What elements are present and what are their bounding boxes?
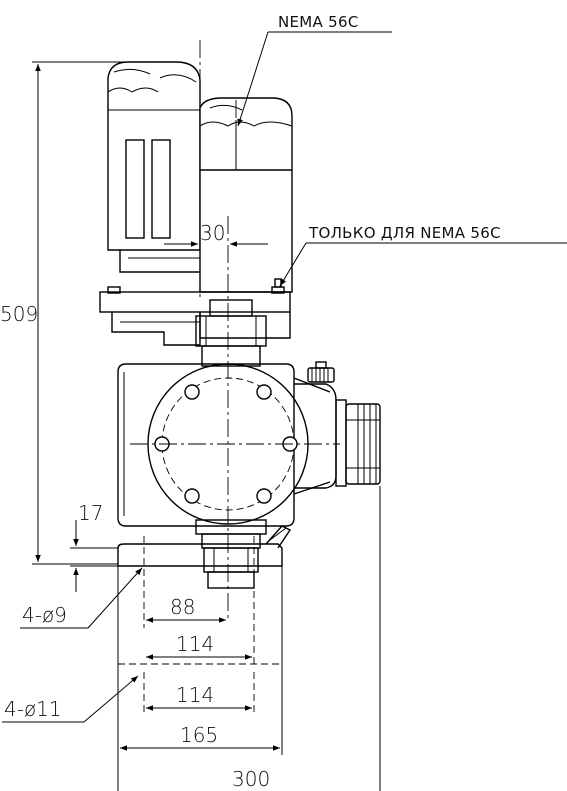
label-holes-large-text: 4-ø11	[4, 697, 62, 721]
dim-height: 509	[0, 64, 41, 562]
upper-coupling	[195, 299, 267, 367]
right-motor	[199, 97, 293, 293]
dim-base-width: 165	[120, 723, 280, 751]
label-motor: NEMA 56C	[237, 13, 392, 127]
left-motor	[107, 61, 201, 273]
dim-hole-span-2: 114	[146, 632, 252, 660]
pump-outline	[99, 61, 381, 589]
dim-base-width-value: 165	[180, 723, 218, 747]
gearbox-housing	[117, 363, 295, 527]
dim-base-thickness: 17	[73, 501, 103, 592]
dim-base-thickness-value: 17	[78, 501, 103, 525]
dim-hole-span-1: 88	[146, 595, 226, 623]
dim-hole-span-1-value: 88	[170, 595, 195, 619]
dim-hole-span-3: 114	[146, 683, 252, 711]
dim-overall-width: 300	[232, 767, 270, 791]
dim-height-value: 509	[0, 302, 38, 326]
center-lines	[130, 40, 340, 620]
label-holes-small-text: 4-ø9	[22, 603, 67, 627]
label-motor-note: ТОЛЬКО ДЛЯ NEMA 56C	[279, 224, 567, 287]
label-holes-large: 4-ø11	[2, 675, 139, 723]
dim-hole-span-2-value: 114	[176, 632, 214, 656]
lower-coupling	[195, 519, 267, 589]
label-holes-small: 4-ø9	[20, 567, 143, 629]
dim-hole-span-3-value: 114	[176, 683, 214, 707]
label-motor-text: NEMA 56C	[278, 13, 359, 31]
dim-offset-value: 30	[200, 221, 225, 245]
extension-lines	[32, 61, 381, 791]
dim-overall-width-value: 300	[232, 767, 270, 791]
base-plate	[117, 525, 292, 567]
side-neck	[293, 361, 337, 495]
right-connector	[335, 399, 381, 487]
label-motor-note-text: ТОЛЬКО ДЛЯ NEMA 56C	[308, 224, 501, 242]
motor-flange	[99, 278, 291, 346]
dim-offset: 30	[164, 221, 268, 247]
